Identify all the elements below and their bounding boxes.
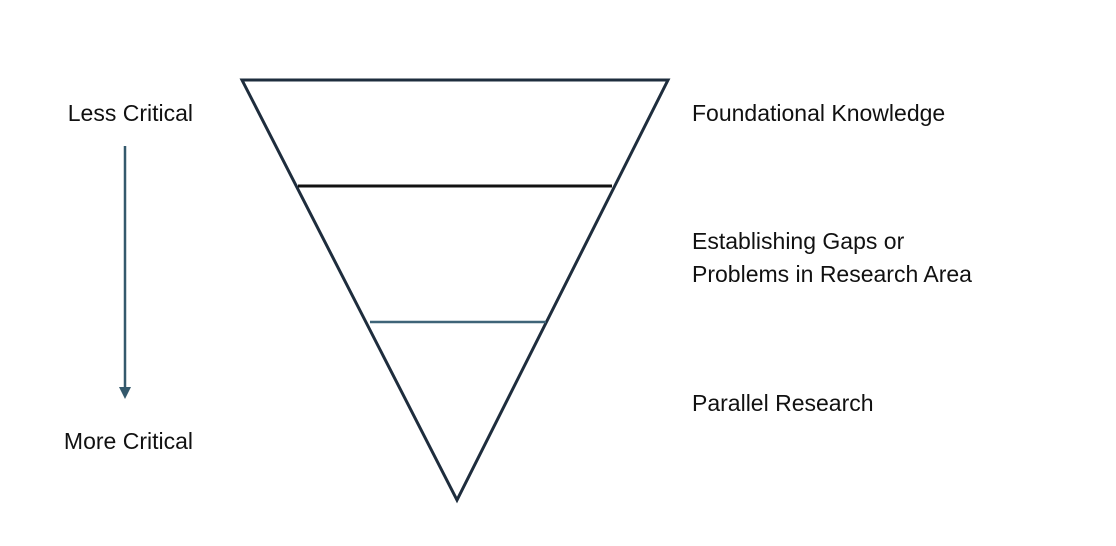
funnel-outline	[239, 78, 671, 504]
layer-2-line-1: Establishing Gaps or	[692, 228, 905, 254]
layer-label-foundational: Foundational Knowledge	[692, 97, 945, 130]
layer-label-gaps: Establishing Gaps or Problems in Researc…	[692, 225, 972, 291]
layer-1-line-1: Foundational Knowledge	[692, 100, 946, 126]
layer-2-line-2: Problems in Research Area	[692, 261, 972, 287]
layer-3-line-1: Parallel Research	[692, 390, 874, 416]
more-critical-label: More Critical	[63, 428, 193, 454]
less-critical-label: Less Critical	[67, 100, 193, 126]
layer-label-parallel: Parallel Research	[692, 387, 874, 420]
